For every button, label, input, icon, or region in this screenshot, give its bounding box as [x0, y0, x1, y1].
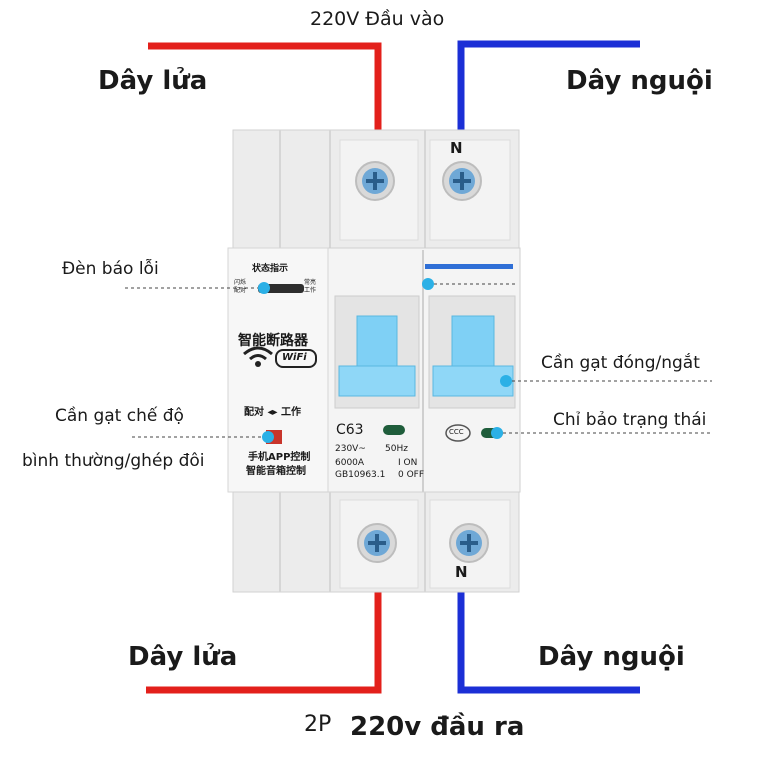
- wifi-label: WiFi: [282, 352, 307, 363]
- app-control-label: 手机APP控制: [248, 452, 311, 463]
- bottom-live-label: Dây lửa: [128, 642, 238, 672]
- bottom-neutral-label: Dây nguội: [538, 642, 685, 672]
- top-neutral-label: Dây nguội: [566, 66, 713, 96]
- top-left-screw-icon: [355, 161, 395, 201]
- top-live-label: Dây lửa: [98, 66, 208, 96]
- left-status-indicator: [383, 425, 405, 435]
- top-strip-dot: [422, 278, 434, 290]
- left-toggle-lever: [338, 315, 416, 397]
- wifi-icon: [243, 346, 273, 367]
- panel-left-small-1: 闪烁: [234, 279, 247, 286]
- top-right-screw-icon: [442, 161, 482, 201]
- toggle-lever-label: Cần gạt đóng/ngắt: [541, 353, 700, 373]
- spec-standard: GB10963.1: [335, 470, 386, 480]
- ccc-mark-label: CCC: [449, 428, 464, 436]
- status-indicator-title: 状态指示: [252, 264, 289, 274]
- output-title: 220v đầu ra: [350, 712, 525, 742]
- bottom-left-screw-icon: [357, 523, 397, 563]
- top-neutral-terminal-mark: N: [450, 139, 463, 157]
- status-indicator-label: Chỉ bảo trạng thái: [553, 410, 707, 430]
- right-toggle-lever: [432, 315, 514, 397]
- spec-on: I ON: [398, 458, 418, 468]
- bottom-right-screw-icon: [449, 523, 489, 563]
- bottom-live-wire: [146, 592, 382, 694]
- bottom-neutral-terminal-mark: N: [455, 563, 468, 581]
- top-live-wire: [148, 42, 382, 132]
- spec-voltage: 230V~: [335, 444, 366, 454]
- fault-light-dot: [258, 282, 270, 294]
- brand-label: 智能断路器: [238, 333, 308, 349]
- wifi-badge: [275, 349, 317, 368]
- pole-count: 2P: [304, 712, 332, 737]
- spec-off: 0 OFF: [398, 470, 425, 480]
- mode-switch-label-1: Cần gạt chế độ: [55, 406, 184, 426]
- model-label: C63: [336, 422, 364, 438]
- panel-right-small-2: 工作: [304, 287, 317, 294]
- input-title: 220V Đầu vào: [310, 8, 445, 30]
- top-neutral-wire: [457, 40, 640, 132]
- toggle-lever-dot: [500, 375, 512, 387]
- pair-work-label: 配对 ◂▸ 工作: [244, 407, 302, 418]
- ccc-mark-icon: [445, 424, 471, 442]
- spec-frequency: 50Hz: [385, 444, 408, 454]
- mode-switch-label-2: bình thường/ghép đôi: [22, 451, 205, 471]
- mode-switch-dot: [262, 431, 274, 443]
- bottom-neutral-wire: [457, 592, 640, 694]
- fault-light-label: Đèn báo lỗi: [62, 259, 159, 279]
- spec-current: 6000A: [335, 458, 365, 468]
- status-indicator-dot: [491, 427, 503, 439]
- panel-right-small-1: 常亮: [304, 279, 317, 286]
- voice-control-label: 智能音箱控制: [246, 466, 306, 477]
- panel-left-small-2: 配对: [234, 287, 247, 294]
